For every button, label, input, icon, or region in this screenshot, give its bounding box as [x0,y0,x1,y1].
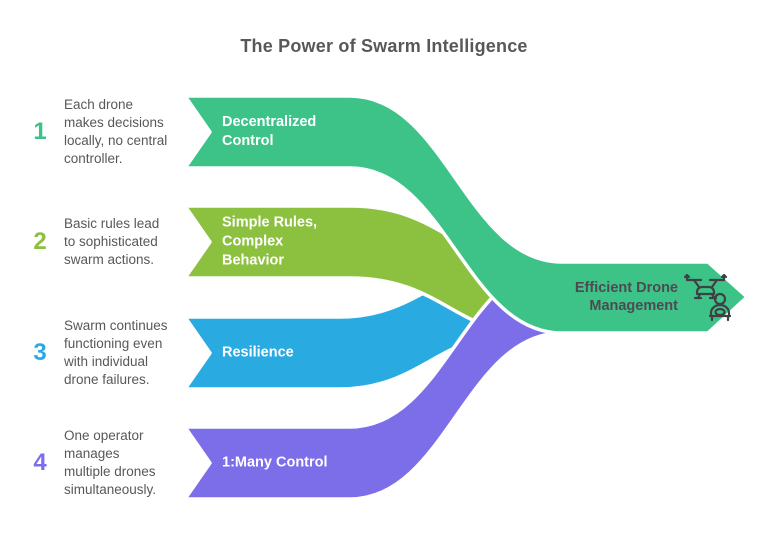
step-description-3: Swarm continues functioning even with in… [64,318,168,387]
band-label-1: Decentralized Control [222,114,317,149]
step-number-1: 1 [33,118,47,145]
band-label-3: Resilience [222,344,294,361]
band-1-ribbon-and-result-arrow [183,94,749,335]
step-description-2: Basic rules lead to sophisticated swarm … [64,216,160,267]
step-description-1: Each drone makes decisions locally, no c… [64,97,168,166]
drone-icon [684,273,728,300]
result-arrow-label: Efficient Drone Management [574,280,678,314]
page-title: The Power of Swarm Intelligence [240,36,528,56]
band-label-4: 1:Many Control [222,454,328,471]
band-label-2: Simple Rules, Complex Behavior [222,214,318,269]
operator-icon [708,292,731,322]
step-description-4: One operator manages multiple drones sim… [64,428,157,497]
step-number-3: 3 [33,339,47,366]
drone-operator-icon [684,273,731,322]
step-number-2: 2 [33,228,47,255]
step-number-4: 4 [33,449,47,476]
